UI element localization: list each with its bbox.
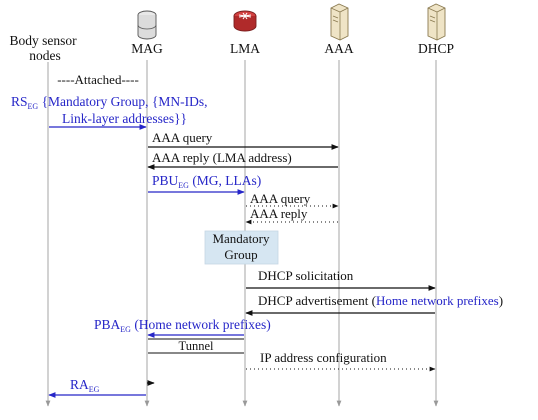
mandatory-group-line1: Mandatory	[212, 231, 270, 246]
lma-label: LMA	[230, 41, 260, 56]
tunnel-label: Tunnel	[179, 339, 214, 353]
pbu-label: PBUEG (MG, LLAs)	[152, 173, 261, 190]
pba-label: PBAEG (Home network prefixes)	[94, 317, 271, 334]
server-icon	[137, 10, 157, 40]
dhcp-label: DHCP	[418, 41, 454, 56]
body-sensor-label-line1: Body sensor	[9, 33, 77, 48]
rs-message-line2: Link-layer addresses}}	[62, 111, 187, 126]
body-sensor-label-line2: nodes	[29, 48, 61, 63]
server-tower-icon	[330, 3, 349, 41]
mandatory-group-line2: Group	[224, 247, 257, 262]
aaa-label: AAA	[324, 41, 353, 56]
aaa-reply-lma-label: AAA reply (LMA address)	[152, 150, 292, 165]
attached-label: ----Attached----	[57, 72, 139, 87]
ra-label: RAEG	[70, 377, 100, 394]
ip-config-label: IP address configuration	[260, 350, 387, 365]
aaa-reply2-label: AAA reply	[250, 206, 308, 221]
rs-message-line1: RSEG {Mandatory Group, {MN-IDs,	[11, 94, 208, 111]
aaa-query2-label: AAA query	[250, 191, 311, 206]
server-tower-icon	[427, 3, 446, 41]
dhcp-solicitation-label: DHCP solicitation	[258, 268, 354, 283]
aaa-query-label: AAA query	[152, 130, 213, 145]
dhcp-advertisement-label: DHCP advertisement (Home network prefixe…	[258, 293, 503, 308]
tunnel: Tunnel	[148, 338, 244, 354]
mandatory-group-box	[204, 230, 279, 265]
router-icon	[233, 10, 257, 32]
mag-label: MAG	[131, 41, 163, 56]
